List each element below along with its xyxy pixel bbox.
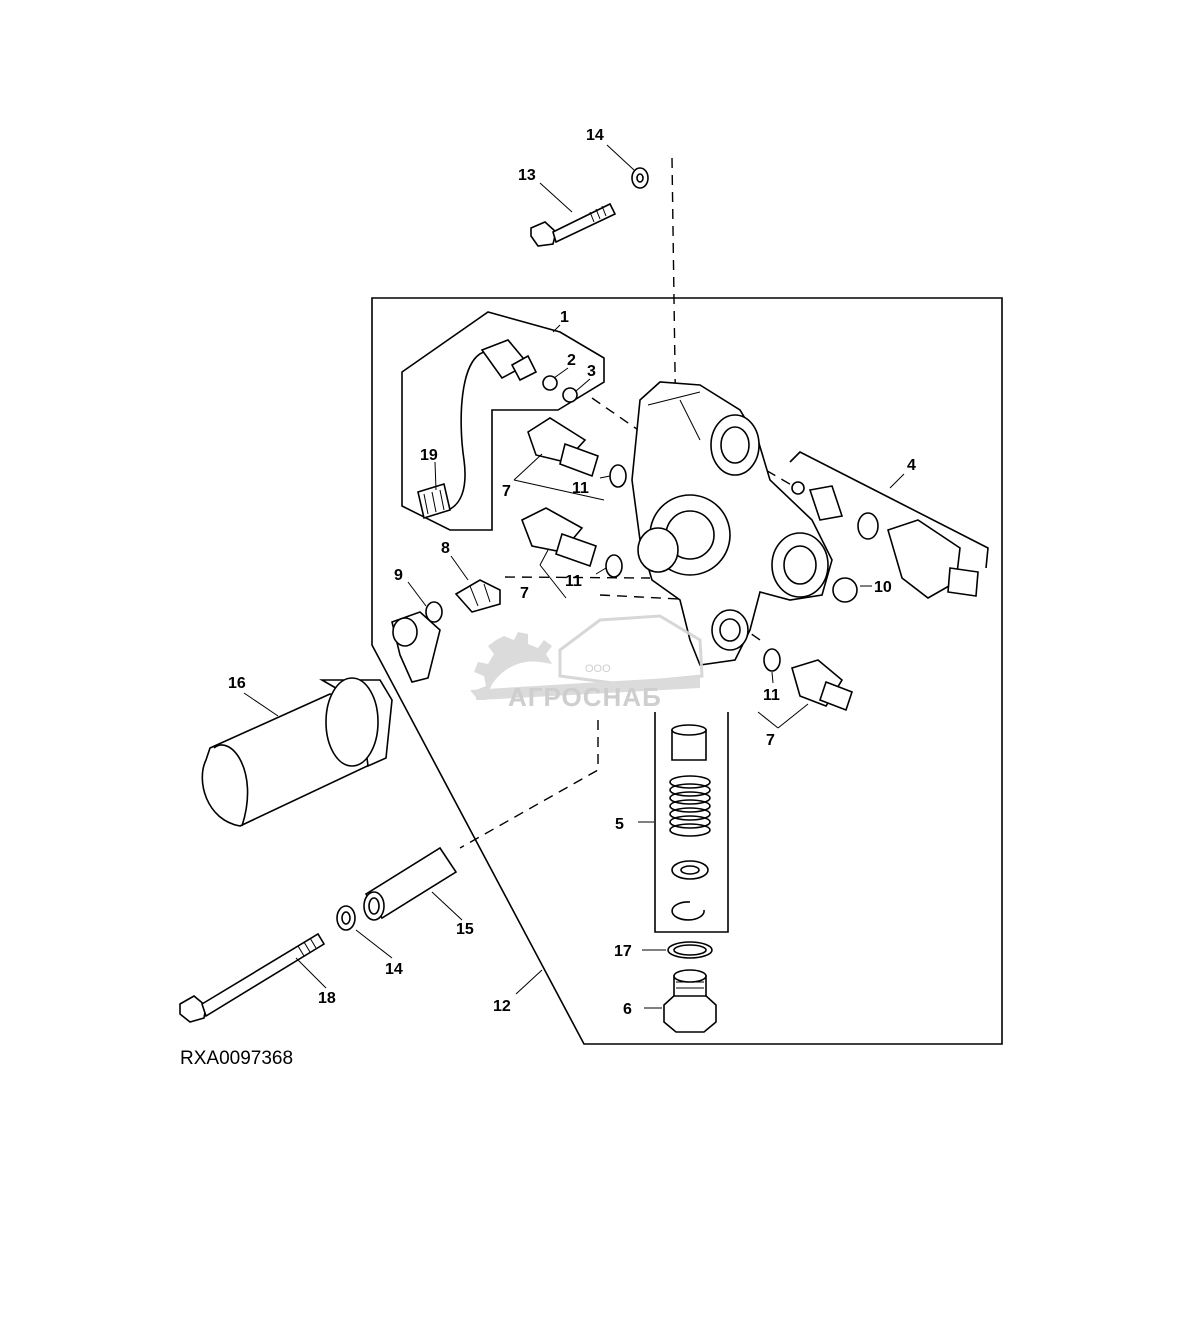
callout-12: 12 (493, 998, 511, 1015)
bolt-13 (530, 202, 617, 247)
fitting-7-upper (527, 417, 599, 478)
assembly-boundary-outline (371, 297, 1003, 1045)
watermark-company-name: АГРОСНАБ (508, 682, 662, 712)
callout-7-lower: 7 (766, 732, 775, 749)
o-ring-2 (542, 375, 558, 391)
callout-11-middle: 11 (565, 573, 582, 590)
relief-valve-4 (808, 485, 979, 599)
fitting-7-middle (520, 507, 597, 568)
callout-15: 15 (456, 921, 474, 938)
callout-6: 6 (623, 1001, 632, 1018)
o-ring-3 (562, 387, 578, 403)
figure-id: RXA0097368 (180, 1048, 293, 1069)
callout-2: 2 (567, 352, 576, 369)
fitting-7-lower (791, 659, 854, 712)
o-ring-11-lower (763, 648, 781, 672)
cap-9 (391, 601, 443, 683)
callout-11-lower: 11 (763, 687, 780, 704)
callout-10: 10 (874, 579, 892, 596)
callout-1: 1 (560, 309, 569, 326)
callout-11-upper: 11 (572, 480, 589, 497)
callout-16: 16 (228, 675, 246, 692)
snap-ring-4 (791, 481, 805, 495)
callout-9: 9 (394, 567, 403, 584)
o-ring-10 (832, 577, 858, 603)
callout-7-middle: 7 (520, 585, 529, 602)
bolt-18 (179, 932, 326, 1023)
valve-housing (631, 381, 833, 666)
kit-bracket-5 (654, 712, 729, 933)
o-ring-11-middle (605, 554, 623, 578)
callout-14-lower: 14 (385, 961, 403, 978)
gear-icon (474, 632, 552, 700)
callout-3: 3 (587, 363, 596, 380)
connector-19 (417, 482, 451, 520)
fitting-8 (454, 579, 501, 613)
plug-6 (663, 969, 717, 1033)
sensor-inset-frame (401, 311, 605, 531)
filter-16 (201, 677, 393, 827)
callout-17: 17 (614, 943, 632, 960)
callout-7-upper: 7 (502, 483, 511, 500)
o-ring-11-upper (609, 464, 627, 488)
spring-kit-5 (669, 724, 711, 921)
callout-5: 5 (615, 816, 624, 833)
watermark-logo: ООО АГРОСНАБ (470, 614, 704, 712)
sensor-1 (447, 339, 538, 511)
watermark-prefix: ООО (585, 663, 611, 675)
kit-bracket-4 (789, 451, 989, 569)
callout-8: 8 (441, 540, 450, 557)
leader-lines (243, 144, 905, 1009)
callout-4: 4 (907, 457, 916, 474)
callout-18: 18 (318, 990, 336, 1007)
harvester-icon (558, 614, 704, 686)
callout-14-top: 14 (586, 127, 604, 144)
sleeve-15 (363, 846, 458, 921)
callout-13: 13 (518, 167, 536, 184)
callout-19: 19 (420, 447, 438, 464)
